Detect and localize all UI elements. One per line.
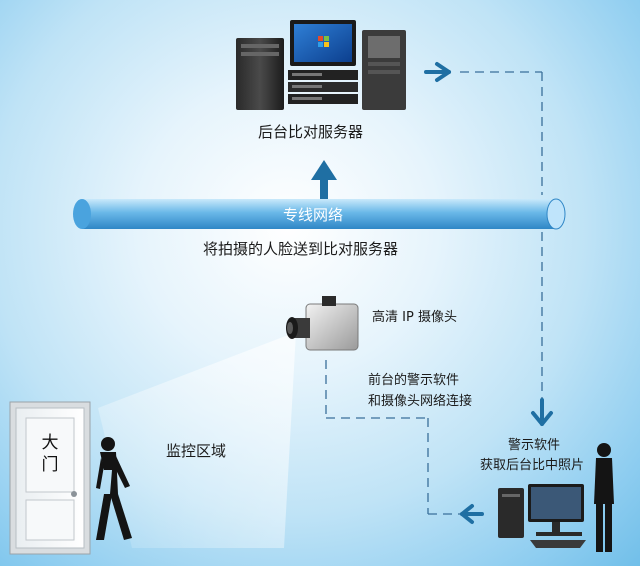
upload-caption: 将拍摄的人脸送到比对服务器 — [203, 240, 399, 258]
arrow-up-icon — [311, 160, 337, 200]
network-pipe — [73, 198, 566, 230]
arrow-down-icon — [531, 398, 553, 426]
alert-software-line1: 警示软件 — [508, 438, 561, 453]
door-sign: 大门 — [41, 433, 59, 475]
server-group-icon — [236, 20, 406, 110]
standing-person-icon — [594, 443, 614, 552]
zone-label: 监控区域 — [166, 442, 227, 460]
front-software-line2: 和摄像头网络连接 — [368, 394, 473, 409]
camera-view-beam — [98, 332, 296, 548]
dashed-connection-lines — [325, 71, 543, 515]
server-label: 后台比对服务器 — [258, 123, 364, 141]
alert-software-line2: 获取后台比中照片 — [480, 458, 585, 473]
walking-person-icon — [96, 437, 132, 540]
network-label: 专线网络 — [283, 206, 344, 224]
arrow-right-icon — [424, 62, 451, 82]
door-icon — [9, 401, 91, 555]
arrow-left-icon — [460, 504, 484, 524]
alert-pc-icon — [498, 484, 586, 548]
ip-camera-icon — [286, 296, 359, 351]
camera-label: 高清 IP 摄像头 — [372, 310, 457, 325]
front-software-line1: 前台的警示软件 — [368, 373, 460, 388]
